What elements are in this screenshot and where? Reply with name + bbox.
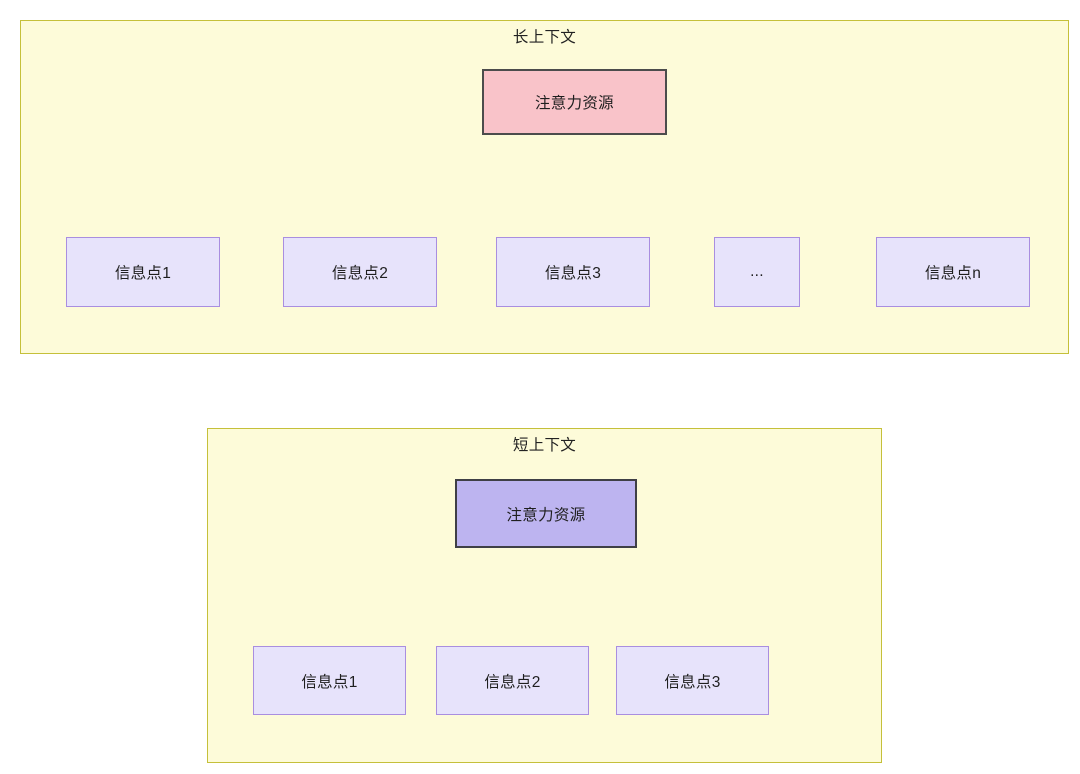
node-long-info-point-1[interactable]: 信息点1: [66, 237, 220, 307]
node-long-info-point-3[interactable]: 信息点3: [496, 237, 650, 307]
node-short-info-point-1[interactable]: 信息点1: [253, 646, 406, 715]
node-long-info-point-ellipsis[interactable]: ...: [714, 237, 800, 307]
node-long-info-point-2[interactable]: 信息点2: [283, 237, 437, 307]
node-short-attention-resource[interactable]: 注意力资源: [455, 479, 637, 548]
node-short-info-point-3[interactable]: 信息点3: [616, 646, 769, 715]
node-long-attention-resource[interactable]: 注意力资源: [482, 69, 667, 135]
group-short-context-title: 短上下文: [512, 437, 577, 454]
group-long-context-title: 长上下文: [512, 29, 577, 46]
node-short-info-point-2[interactable]: 信息点2: [436, 646, 589, 715]
group-long-context: 长上下文 注意力资源 信息点1 信息点2 信息点3 ... 信息点n: [20, 20, 1069, 354]
group-short-context: 短上下文 注意力资源 信息点1 信息点2 信息点3: [207, 428, 882, 763]
node-long-info-point-n[interactable]: 信息点n: [876, 237, 1030, 307]
